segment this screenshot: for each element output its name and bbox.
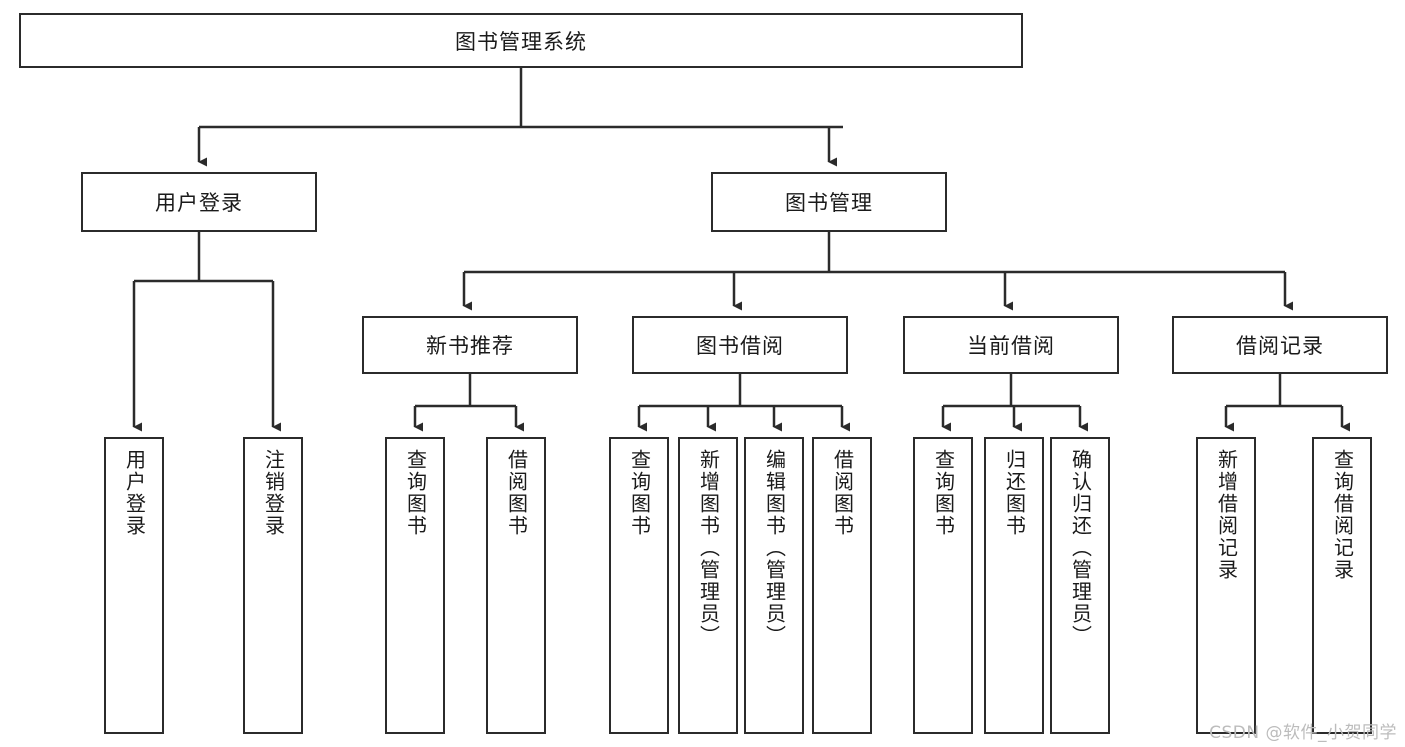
leaf-label: 归还图书 <box>1002 449 1027 537</box>
leaf-node[interactable]: 新增借阅记录 <box>1196 437 1256 734</box>
node-borrow-record[interactable]: 借阅记录 <box>1172 316 1388 374</box>
leaf-node[interactable]: 借阅图书 <box>812 437 872 734</box>
leaf-label: 查询借阅记录 <box>1330 449 1355 581</box>
node-user-login[interactable]: 用户登录 <box>81 172 317 232</box>
node-root[interactable]: 图书管理系统 <box>19 13 1023 68</box>
leaf-node[interactable]: 新增图书（管理员） <box>678 437 738 734</box>
leaf-node[interactable]: 查询图书 <box>385 437 445 734</box>
leaf-label: 注销登录 <box>261 449 286 537</box>
leaf-node[interactable]: 用户登录 <box>104 437 164 734</box>
node-new-book-recommend[interactable]: 新书推荐 <box>362 316 578 374</box>
leaf-label: 新增借阅记录 <box>1214 449 1239 581</box>
leaf-label: 借阅图书 <box>504 449 529 537</box>
leaf-node[interactable]: 确认归还（管理员） <box>1050 437 1110 734</box>
leaf-node[interactable]: 借阅图书 <box>486 437 546 734</box>
leaf-node[interactable]: 注销登录 <box>243 437 303 734</box>
leaf-label: 确认归还（管理员） <box>1068 449 1093 647</box>
watermark: CSDN @软件_小贺同学 <box>1209 723 1397 743</box>
leaf-label: 编辑图书（管理员） <box>762 449 787 647</box>
leaf-node[interactable]: 查询图书 <box>913 437 973 734</box>
leaf-node[interactable]: 编辑图书（管理员） <box>744 437 804 734</box>
node-book-management[interactable]: 图书管理 <box>711 172 947 232</box>
leaf-node[interactable]: 查询图书 <box>609 437 669 734</box>
leaf-label: 新增图书（管理员） <box>696 449 721 647</box>
leaf-node[interactable]: 查询借阅记录 <box>1312 437 1372 734</box>
node-current-borrow[interactable]: 当前借阅 <box>903 316 1119 374</box>
leaf-label: 查询图书 <box>403 449 428 537</box>
leaf-label: 查询图书 <box>627 449 652 537</box>
leaf-label: 借阅图书 <box>830 449 855 537</box>
leaf-label: 查询图书 <box>931 449 956 537</box>
node-book-borrow[interactable]: 图书借阅 <box>632 316 848 374</box>
leaf-label: 用户登录 <box>122 449 147 537</box>
leaf-node[interactable]: 归还图书 <box>984 437 1044 734</box>
